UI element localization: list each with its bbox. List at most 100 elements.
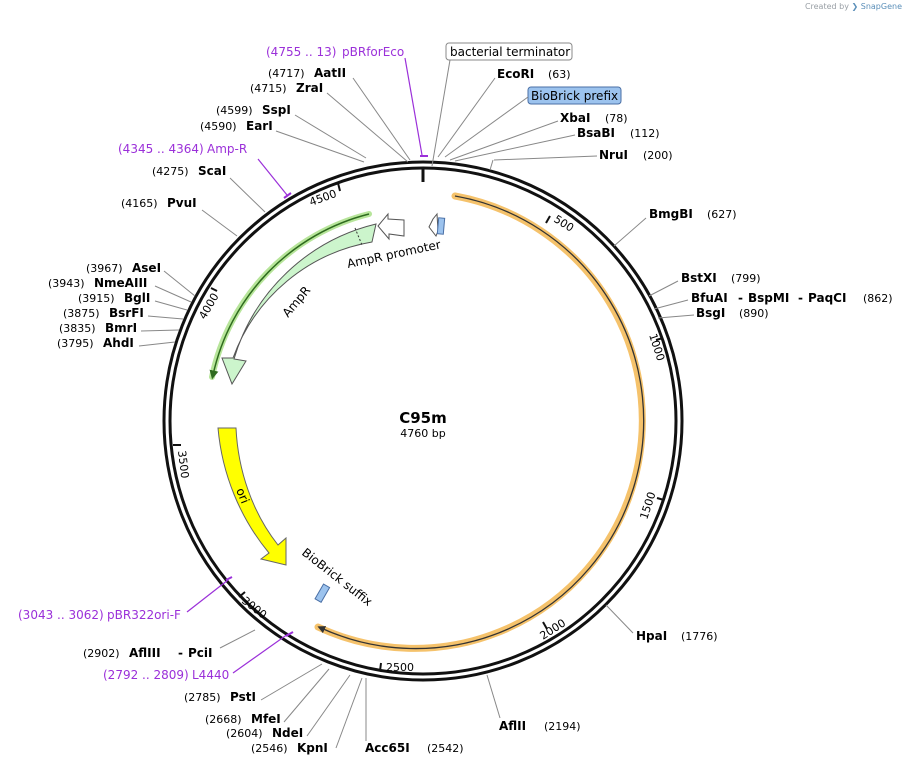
site-psti-name: PstI	[230, 690, 256, 704]
site-acc65i-name: Acc65I	[365, 741, 410, 755]
tick-1500: 1500	[637, 490, 658, 521]
ori-feature	[217, 427, 287, 566]
biobrick-prefix-feature	[436, 217, 446, 235]
site-pvui-name: PvuI	[167, 196, 197, 210]
right-site-lines	[365, 77, 695, 741]
site-bfuai-pos: (862)	[863, 292, 893, 305]
tick-4500: 4500	[308, 187, 339, 209]
site-bgli-name: BglI	[124, 291, 150, 305]
credit-text: Created by	[804, 2, 849, 11]
site-nmeaiii-name: NmeAIII	[94, 276, 147, 290]
tick-4000: 4000	[196, 291, 221, 322]
primer-pbr322orif-range: (3043 .. 3062)	[18, 608, 104, 622]
primer-pbr322orif-mark	[225, 576, 233, 581]
primer-pbrforeco-name: pBRforEco	[342, 45, 404, 59]
primer-pbr322orif-name: pBR322ori-F	[107, 608, 181, 622]
site-bspmi-name: BspMI	[748, 291, 789, 305]
site-bmri-pos: (3835)	[59, 322, 96, 335]
primer-ampr-mark	[283, 192, 292, 199]
primer-pbr322orif-line	[186, 579, 229, 613]
site-xbai-pos: (78)	[605, 112, 628, 125]
snapgene-logo-icon: ❯	[851, 2, 859, 11]
origin-small-arrow	[428, 212, 439, 237]
site-aatii-pos: (4717)	[268, 67, 305, 80]
site-ecori-pos: (63)	[548, 68, 571, 81]
site-xbai-name: XbaI	[560, 111, 590, 125]
site-afliii-dash: -	[178, 646, 183, 660]
site-hpai-pos: (1776)	[681, 630, 718, 643]
primer-ampr-line	[257, 158, 288, 196]
site-afliii-name: AflIII	[129, 646, 161, 660]
site-kpni-name: KpnI	[297, 741, 328, 755]
site-pcii-name: PciI	[188, 646, 213, 660]
biobrick-prefix-box	[527, 86, 622, 105]
snapgene-credit: Created by ❯ SnapGene	[805, 2, 902, 11]
ampr-promoter-feature	[377, 212, 405, 241]
primer-ampr-range: (4345 .. 4364)	[118, 142, 204, 156]
site-aflii-name: AflII	[499, 719, 526, 733]
primer-l4440-range: (2792 .. 2809)	[103, 668, 189, 682]
ori-label: ori	[233, 486, 252, 506]
site-eari-pos: (4590)	[200, 120, 237, 133]
site-ecori-name: EcoRI	[497, 67, 534, 81]
ampr-feature	[221, 223, 377, 386]
site-bfuai-dash1: -	[738, 291, 743, 305]
green-strand-line	[209, 213, 370, 380]
site-asei-name: AseI	[132, 261, 161, 275]
bacterial-terminator-box	[445, 42, 573, 61]
site-acc65i-pos: (2542)	[427, 742, 464, 755]
site-paqci-name: PaqCI	[808, 291, 846, 305]
primer-l4440-name: L4440	[192, 668, 229, 682]
bacterial-terminator-line	[431, 59, 451, 167]
site-afliii-pos: (2902)	[83, 647, 120, 660]
primer-ampr-name: Amp-R	[207, 142, 247, 156]
site-scai-name: ScaI	[198, 164, 226, 178]
tick-2500: 2500	[386, 661, 414, 674]
backbone-outer	[162, 160, 684, 682]
site-eari-name: EarI	[246, 119, 273, 133]
site-bsabi-pos: (112)	[630, 127, 660, 140]
tick-1000: 1000	[646, 332, 667, 363]
site-mfei-pos: (2668)	[205, 713, 242, 726]
credit-brand: SnapGene	[860, 2, 902, 11]
site-bmgbi-pos: (627)	[707, 208, 737, 221]
site-scai-pos: (4275)	[152, 165, 189, 178]
biobrick-prefix-line	[444, 96, 529, 158]
site-nmeaiii-pos: (3943)	[48, 277, 85, 290]
site-bstxi-name: BstXI	[681, 271, 717, 285]
ampr-label: AmpR	[280, 283, 314, 319]
biobrick-suffix-feature	[314, 583, 331, 603]
biobrick-prefix-label: BioBrick prefix	[531, 89, 618, 103]
site-aflii-pos: (2194)	[544, 720, 581, 733]
left-site-lines	[138, 77, 411, 749]
site-ndei-pos: (2604)	[226, 727, 263, 740]
site-kpni-pos: (2546)	[251, 742, 288, 755]
site-bfuai-name: BfuAI	[691, 291, 728, 305]
site-ahdi-name: AhdI	[103, 336, 134, 350]
primer-pbrforeco-line	[404, 57, 423, 156]
tick-marks	[173, 182, 665, 672]
site-bsgi-pos: (890)	[739, 307, 769, 320]
primer-l4440-mark	[285, 631, 294, 637]
site-bsgi-name: BsgI	[696, 306, 725, 320]
site-zrai-name: ZraI	[296, 81, 323, 95]
site-asei-pos: (3967)	[86, 262, 123, 275]
site-bsrfi-pos: (3875)	[63, 307, 100, 320]
site-bmgbi-name: BmgBI	[649, 207, 693, 221]
ampr-divider	[354, 227, 363, 246]
site-nrui-name: NruI	[599, 148, 628, 162]
site-aatii-name: AatII	[314, 66, 346, 80]
orange-strand-line	[317, 195, 645, 650]
site-ahdi-pos: (3795)	[57, 337, 94, 350]
plasmid-length: 4760 bp	[400, 427, 445, 440]
biobrick-suffix-label: BioBrick suffix	[299, 545, 375, 609]
primer-pbrforeco-range: (4755 .. 13)	[266, 45, 336, 59]
site-zrai-pos: (4715)	[250, 82, 287, 95]
site-bfuai-dash2: -	[798, 291, 803, 305]
site-bgli-pos: (3915)	[78, 292, 115, 305]
site-bsabi-name: BsaBI	[577, 126, 615, 140]
site-nrui-pos: (200)	[643, 149, 673, 162]
site-pvui-pos: (4165)	[121, 197, 158, 210]
site-bstxi-pos: (799)	[731, 272, 761, 285]
